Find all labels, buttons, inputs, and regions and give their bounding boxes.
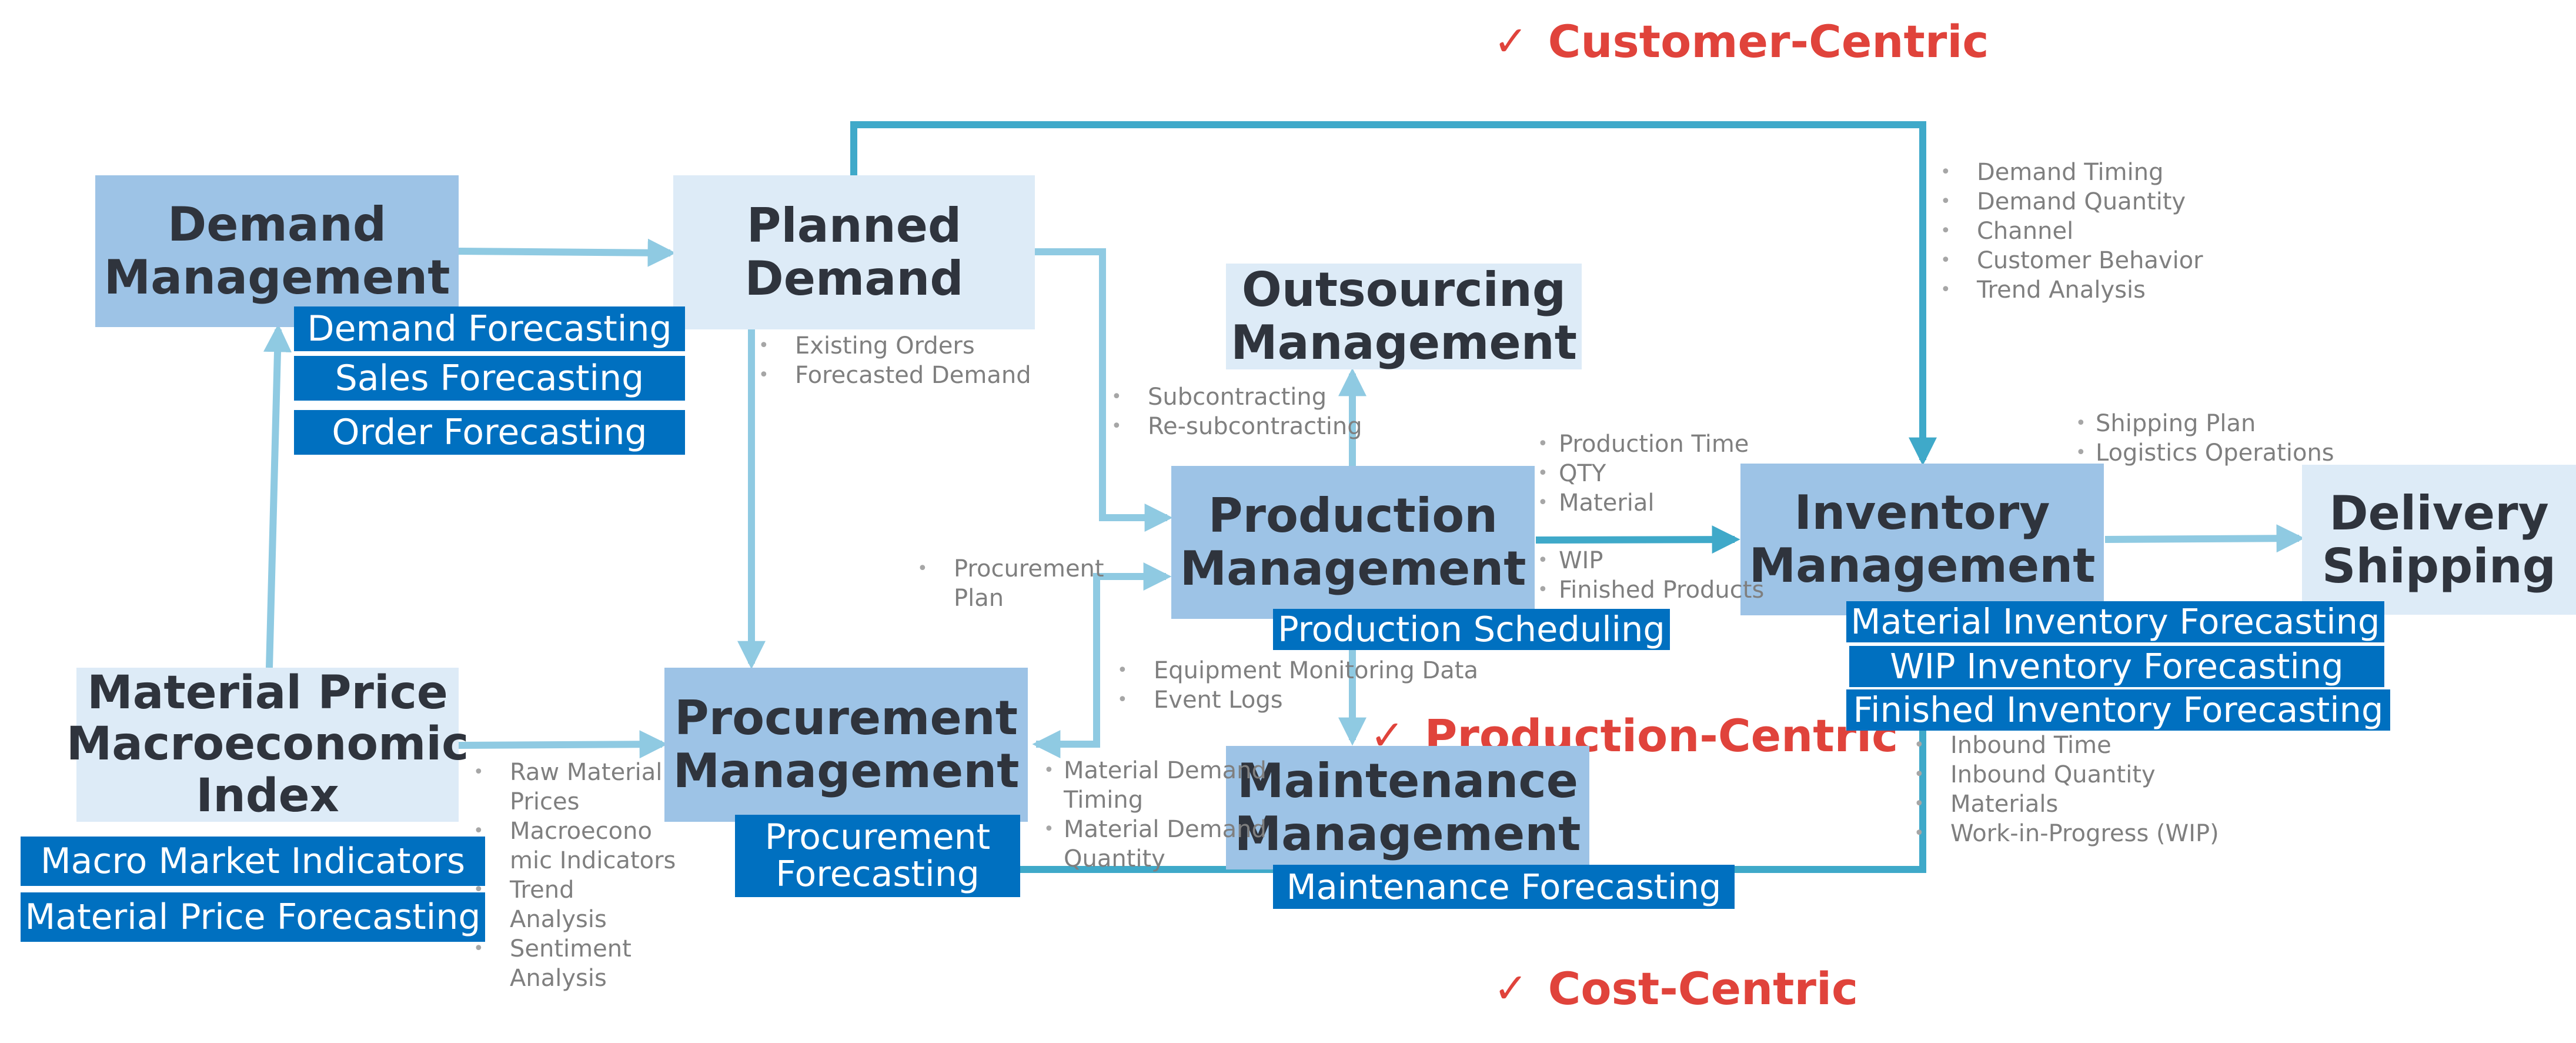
production-management-box: Production Management: [1171, 466, 1535, 619]
production-output-notes: Production Time QTY Material: [1538, 429, 1749, 518]
note-item: Finished Products: [1538, 575, 1764, 605]
raw-material-notes: Raw Material Prices Macroecono mic Indic…: [473, 758, 676, 993]
note-item: Trend Analysis: [1940, 275, 2203, 305]
checkmark-icon: ✓: [1494, 964, 1528, 1012]
planned-demand-box: Planned Demand: [673, 175, 1035, 329]
material-price-forecasting-tag: Material Price Forecasting: [21, 892, 485, 942]
wip-inventory-forecasting-tag: WIP Inventory Forecasting: [1849, 646, 2384, 687]
demand-management-label: Demand Management: [103, 197, 450, 305]
customer-centric-text: Customer-Centric: [1548, 15, 1989, 68]
shipping-notes: Shipping Plan Logistics Operations: [2076, 409, 2334, 468]
note-item: Material: [1538, 488, 1749, 518]
note-item: Shipping Plan: [2076, 409, 2334, 438]
customer-demand-notes: Demand Timing Demand Quantity Channel Cu…: [1940, 158, 2203, 305]
outsourcing-management-box: Outsourcing Management: [1226, 264, 1582, 369]
note-item: Material Demand Timing: [1044, 756, 1267, 815]
inbound-notes: Inbound Time Inbound Quantity Materials …: [1914, 731, 2219, 848]
material-demand-notes: Material Demand Timing Material Demand Q…: [1044, 756, 1267, 874]
planned-demand-notes: Existing Orders Forecasted Demand: [759, 331, 1031, 390]
arrow-planned-to-production: [1035, 248, 1173, 532]
note-item: Subcontracting: [1111, 382, 1362, 412]
note-item: Material Demand Quantity: [1044, 815, 1267, 874]
note-item: Sentiment Analysis: [473, 934, 676, 993]
inventory-management-box: Inventory Management: [1740, 464, 2104, 615]
cost-centric-text: Cost-Centric: [1548, 962, 1859, 1015]
macro-market-indicators-tag: Macro Market Indicators: [21, 837, 485, 886]
order-forecasting-tag: Order Forecasting: [294, 410, 685, 455]
note-item: Work-in-Progress (WIP): [1914, 819, 2219, 848]
material-inventory-forecasting-tag: Material Inventory Forecasting: [1846, 601, 2384, 642]
note-item: Existing Orders: [759, 331, 1031, 361]
note-item: Customer Behavior: [1940, 246, 2203, 275]
arrow-demand-to-planned: [458, 238, 676, 267]
note-item: Channel: [1940, 216, 2203, 246]
note-item: Macroecono mic Indicators: [473, 817, 676, 875]
procurement-forecasting-tag: Procurement Forecasting: [735, 815, 1020, 897]
planned-demand-label: Planned Demand: [744, 198, 964, 306]
checkmark-icon: ✓: [1494, 17, 1528, 65]
production-management-label: Production Management: [1180, 488, 1526, 596]
note-item: Event Logs: [1117, 685, 1478, 715]
note-item: WIP: [1538, 546, 1764, 575]
note-item: Demand Timing: [1940, 158, 2203, 187]
finished-inventory-forecasting-tag: Finished Inventory Forecasting: [1846, 689, 2390, 731]
demand-forecasting-tag: Demand Forecasting: [294, 306, 685, 351]
note-item: Inbound Quantity: [1914, 760, 2219, 789]
arrow-material-to-procurement: [458, 730, 668, 759]
sales-forecasting-tag: Sales Forecasting: [294, 356, 685, 401]
note-item: Demand Quantity: [1940, 187, 2203, 216]
delivery-shipping-label: Delivery Shipping: [2321, 485, 2557, 594]
cost-centric-label: ✓ Cost-Centric: [1494, 959, 1858, 1018]
note-item: Production Time: [1538, 429, 1749, 459]
arrow-production-to-inventory: [1535, 525, 1740, 554]
maintenance-management-box: Maintenance Management: [1226, 746, 1589, 869]
note-item: Inbound Time: [1914, 731, 2219, 760]
production-scheduling-tag: Production Scheduling: [1273, 609, 1670, 650]
procurement-plan-notes: Procurement Plan: [917, 554, 1104, 613]
arrow-material-to-demand: [263, 324, 292, 668]
outsourcing-management-label: Outsourcing Management: [1231, 262, 1577, 370]
note-item: Logistics Operations: [2076, 438, 2334, 468]
inventory-management-label: Inventory Management: [1749, 485, 2096, 593]
procurement-management-label: Procurement Management: [673, 691, 1020, 798]
arrow-planned-to-inventory: [850, 121, 1937, 466]
arrow-inventory-to-delivery: [2104, 524, 2305, 553]
wip-notes: WIP Finished Products: [1538, 546, 1764, 605]
delivery-shipping-box: Delivery Shipping: [2302, 465, 2576, 615]
note-item: Equipment Monitoring Data: [1117, 656, 1478, 685]
customer-centric-label: ✓ Customer-Centric: [1494, 12, 1989, 71]
note-item: Trend Analysis: [473, 875, 676, 934]
procurement-management-box: Procurement Management: [664, 668, 1028, 822]
note-item: QTY: [1538, 459, 1749, 488]
outsourcing-notes: Subcontracting Re-subcontracting: [1111, 382, 1362, 441]
maintenance-forecasting-tag: Maintenance Forecasting: [1273, 865, 1735, 909]
note-item: Materials: [1914, 789, 2219, 819]
maintenance-management-label: Maintenance Management: [1234, 754, 1581, 861]
note-item: Raw Material Prices: [473, 758, 676, 817]
note-item: Procurement Plan: [917, 554, 1104, 613]
note-item: Forecasted Demand: [759, 361, 1031, 390]
equipment-notes: Equipment Monitoring Data Event Logs: [1117, 656, 1478, 715]
note-item: Re-subcontracting: [1111, 412, 1362, 441]
demand-management-box: Demand Management: [95, 175, 459, 327]
material-price-box: Material Price Macroeconomic Index: [66, 667, 469, 822]
material-price-label: Material Price Macroeconomic Index: [66, 666, 469, 822]
